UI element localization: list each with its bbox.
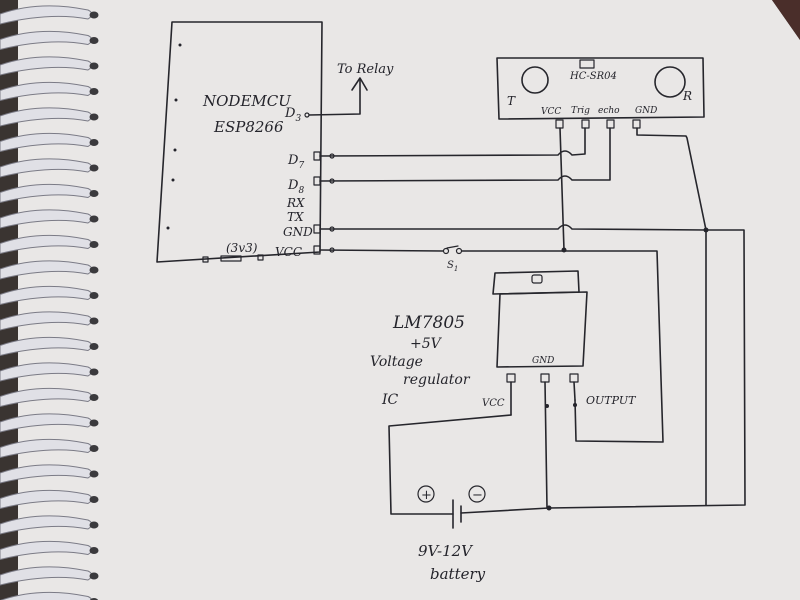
arrow-up-icon (351, 77, 368, 91)
regulator-output-label: OUTPUT (586, 394, 637, 407)
switch-lever (446, 245, 459, 249)
crystal (579, 59, 595, 69)
plus-icon: + (421, 488, 432, 503)
relay-connection: To Relay (304, 62, 394, 118)
sensor-pin-echo: echo (598, 106, 620, 116)
transmitter-circle (521, 66, 549, 94)
wire-d7-trig (319, 127, 586, 157)
regulator-vcc-label: VCC (482, 398, 505, 409)
board-connector (202, 256, 209, 263)
binding-hole (89, 368, 99, 376)
pin-tx-label: TX (287, 210, 304, 224)
wire-battery-plus (388, 414, 512, 515)
battery-voltage-label: 9V-12V (418, 542, 474, 560)
board-mark (173, 148, 177, 152)
sensor-name: HC-SR04 (569, 71, 617, 82)
table-corner (772, 0, 800, 40)
binding-hole (89, 190, 99, 197)
regulator-gnd-label: GND (532, 356, 554, 366)
junction-dot (545, 404, 549, 408)
binding-hole (89, 215, 99, 223)
sensor-pin-gnd: GND (635, 106, 657, 116)
binding-hole (89, 521, 99, 529)
binding-hole (89, 241, 99, 248)
relay-wire (308, 79, 361, 116)
sensor-outline (496, 57, 705, 120)
board-mark (166, 226, 170, 230)
switch-label: S1 (447, 260, 458, 273)
binding-hole (89, 496, 99, 503)
paper-sheet (18, 0, 800, 600)
pin-out-lead (573, 381, 576, 401)
wire-vcc-left (319, 249, 444, 252)
spiral-binding (0, 5, 99, 600)
wiring (319, 127, 746, 509)
usb-port (220, 255, 242, 262)
wire-sensor-vcc (559, 127, 565, 251)
binding-hole (89, 419, 99, 427)
switch-contact (442, 247, 450, 255)
pin-gnd-label: GND (283, 225, 313, 239)
binding-hole (89, 343, 99, 350)
spiral-coil (0, 591, 93, 600)
regulator-desc-3: regulator (403, 372, 471, 388)
regulator-part-label: LM7805 (392, 313, 465, 333)
board-mark (178, 43, 182, 47)
battery-type-label: battery (430, 565, 486, 583)
plus-terminal-circle (417, 485, 435, 503)
battery: + − 9V-12V battery (388, 414, 550, 583)
binding-hole (89, 317, 99, 325)
pin-vcc-label: VCC (275, 245, 302, 259)
pin-3v3-label: (3v3) (226, 241, 258, 255)
minus-icon: − (472, 488, 483, 503)
sensor-pin-trig: Trig (571, 106, 590, 116)
nodemcu-board: NODEMCU ESP8266 D3 D7 D8 RX TX GND (3v3)… (156, 21, 323, 263)
regulator-desc-2: Voltage (370, 354, 423, 370)
relay-label: To Relay (337, 62, 394, 77)
wire-vcc-output (461, 250, 664, 443)
binding-hole (89, 11, 99, 19)
pin-d8-label: D8 (287, 178, 304, 196)
nodemcu-chip: ESP8266 (213, 118, 284, 136)
binding-hole (89, 394, 99, 401)
wire-battery-minus (460, 507, 550, 514)
binding-hole (89, 266, 99, 274)
binding-hole (89, 113, 99, 121)
regulator-body (496, 291, 588, 368)
sensor-r-label: R (682, 89, 692, 103)
sensor-pin-vcc: VCC (541, 107, 561, 117)
binding-hole (89, 164, 99, 172)
binding-hole (89, 62, 99, 70)
lm7805-regulator: GND VCC OUTPUT LM7805 +5V Voltage regula… (370, 270, 637, 511)
binding-hole (89, 88, 99, 95)
board-connector (257, 254, 264, 261)
binding-hole (89, 572, 99, 580)
binding-hole (89, 445, 99, 452)
binding-hole (89, 470, 99, 478)
binding-hole (89, 139, 99, 146)
wire-d8-echo (319, 127, 611, 182)
wire-ground-return (548, 229, 746, 509)
pin-d3-label: D3 (284, 106, 301, 124)
pin-rx-label: RX (286, 196, 305, 210)
nodemcu-name: NODEMCU (202, 92, 292, 110)
board-mark (174, 98, 178, 102)
wire-gnd (319, 224, 707, 231)
regulator-desc-1: +5V (410, 336, 443, 352)
junction-dot (573, 403, 577, 407)
pin-d7-label: D7 (287, 153, 304, 171)
receiver-circle (654, 66, 686, 98)
regulator-desc-4: IC (381, 392, 399, 408)
binding-hole (89, 292, 99, 299)
wire-sensor-gnd (636, 127, 707, 506)
minus-terminal-circle (468, 485, 486, 503)
board-mark (171, 178, 175, 182)
binding-hole (89, 37, 99, 44)
binding-hole (89, 547, 99, 554)
pin-gnd-lead (544, 381, 548, 509)
sensor-t-label: T (507, 94, 516, 108)
regulator-hole (531, 274, 543, 284)
